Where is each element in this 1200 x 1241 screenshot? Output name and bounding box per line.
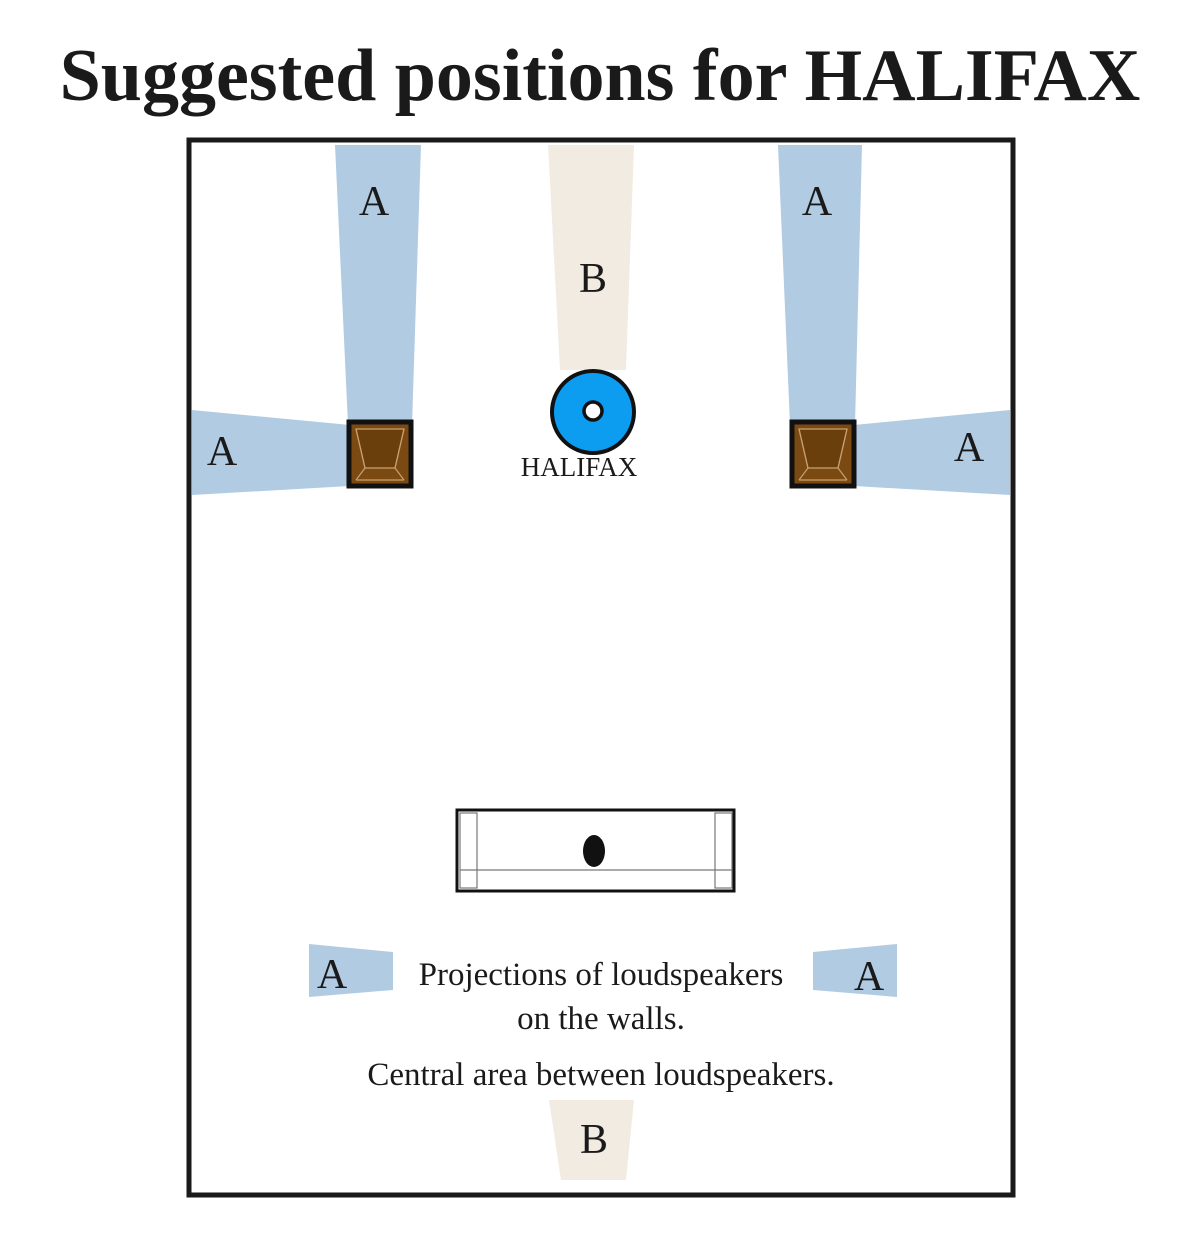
device-label: HALIFAX: [521, 452, 638, 482]
legend-label-central: B: [580, 1117, 608, 1163]
room-walls: [186, 137, 1016, 1198]
legend-swatch-projection-left: [309, 944, 393, 997]
listener-head-icon: [583, 835, 605, 867]
legend-projection-text-line1: Projections of loudspeakers: [419, 957, 784, 993]
legend-projection-text-line2: on the walls.: [517, 1001, 685, 1037]
legend-label-projection-right: A: [854, 954, 885, 1000]
zone-label-right-wall: A: [954, 425, 985, 471]
zone-label-top-right: A: [802, 179, 833, 225]
central-zone-top: [548, 145, 634, 370]
projection-zone-top-left: [335, 145, 421, 425]
projection-zone-right-wall: [854, 410, 1010, 495]
legend: A A Projections of loudspeakers on the w…: [309, 944, 897, 1180]
zone-label-left-wall: A: [207, 429, 238, 475]
legend-swatch-projection-right: [813, 944, 897, 997]
zone-label-top-left: A: [359, 179, 390, 225]
loudspeaker-left-icon: [346, 419, 414, 489]
projection-zone-top-right: [778, 145, 862, 425]
legend-swatch-central: [549, 1100, 634, 1180]
legend-central-text: Central area between loudspeakers.: [367, 1057, 834, 1093]
diagram-title: Suggested positions for HALIFAX: [60, 35, 1141, 117]
halifax-device-icon: [550, 369, 636, 455]
loudspeaker-right-icon: [789, 419, 857, 489]
projection-zone-left-wall: [192, 410, 350, 495]
zone-label-central-top: B: [579, 256, 607, 302]
legend-label-projection-left: A: [317, 952, 348, 998]
